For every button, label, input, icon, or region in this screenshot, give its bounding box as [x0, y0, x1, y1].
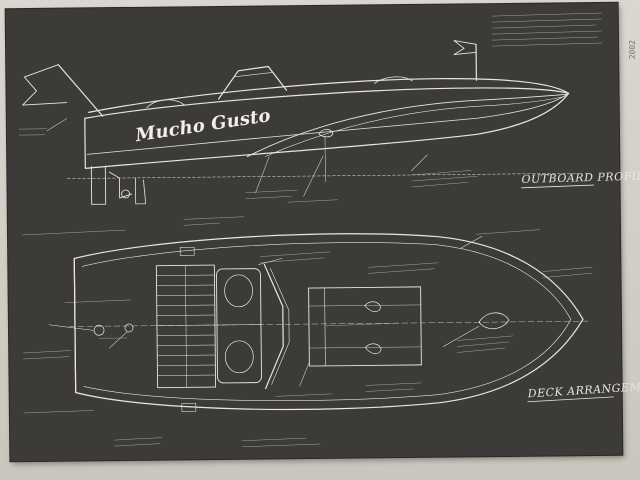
photo-edge-marking: 2002: [628, 40, 637, 60]
blueprint-drawing: [18, 12, 615, 448]
deck-arrangement-drawing: [48, 233, 590, 412]
outboard-profile-drawing: [22, 40, 578, 205]
blueprint-sheet: Mucho Gusto OUTBOARD PROFILE DECK ARRANG…: [5, 2, 640, 462]
